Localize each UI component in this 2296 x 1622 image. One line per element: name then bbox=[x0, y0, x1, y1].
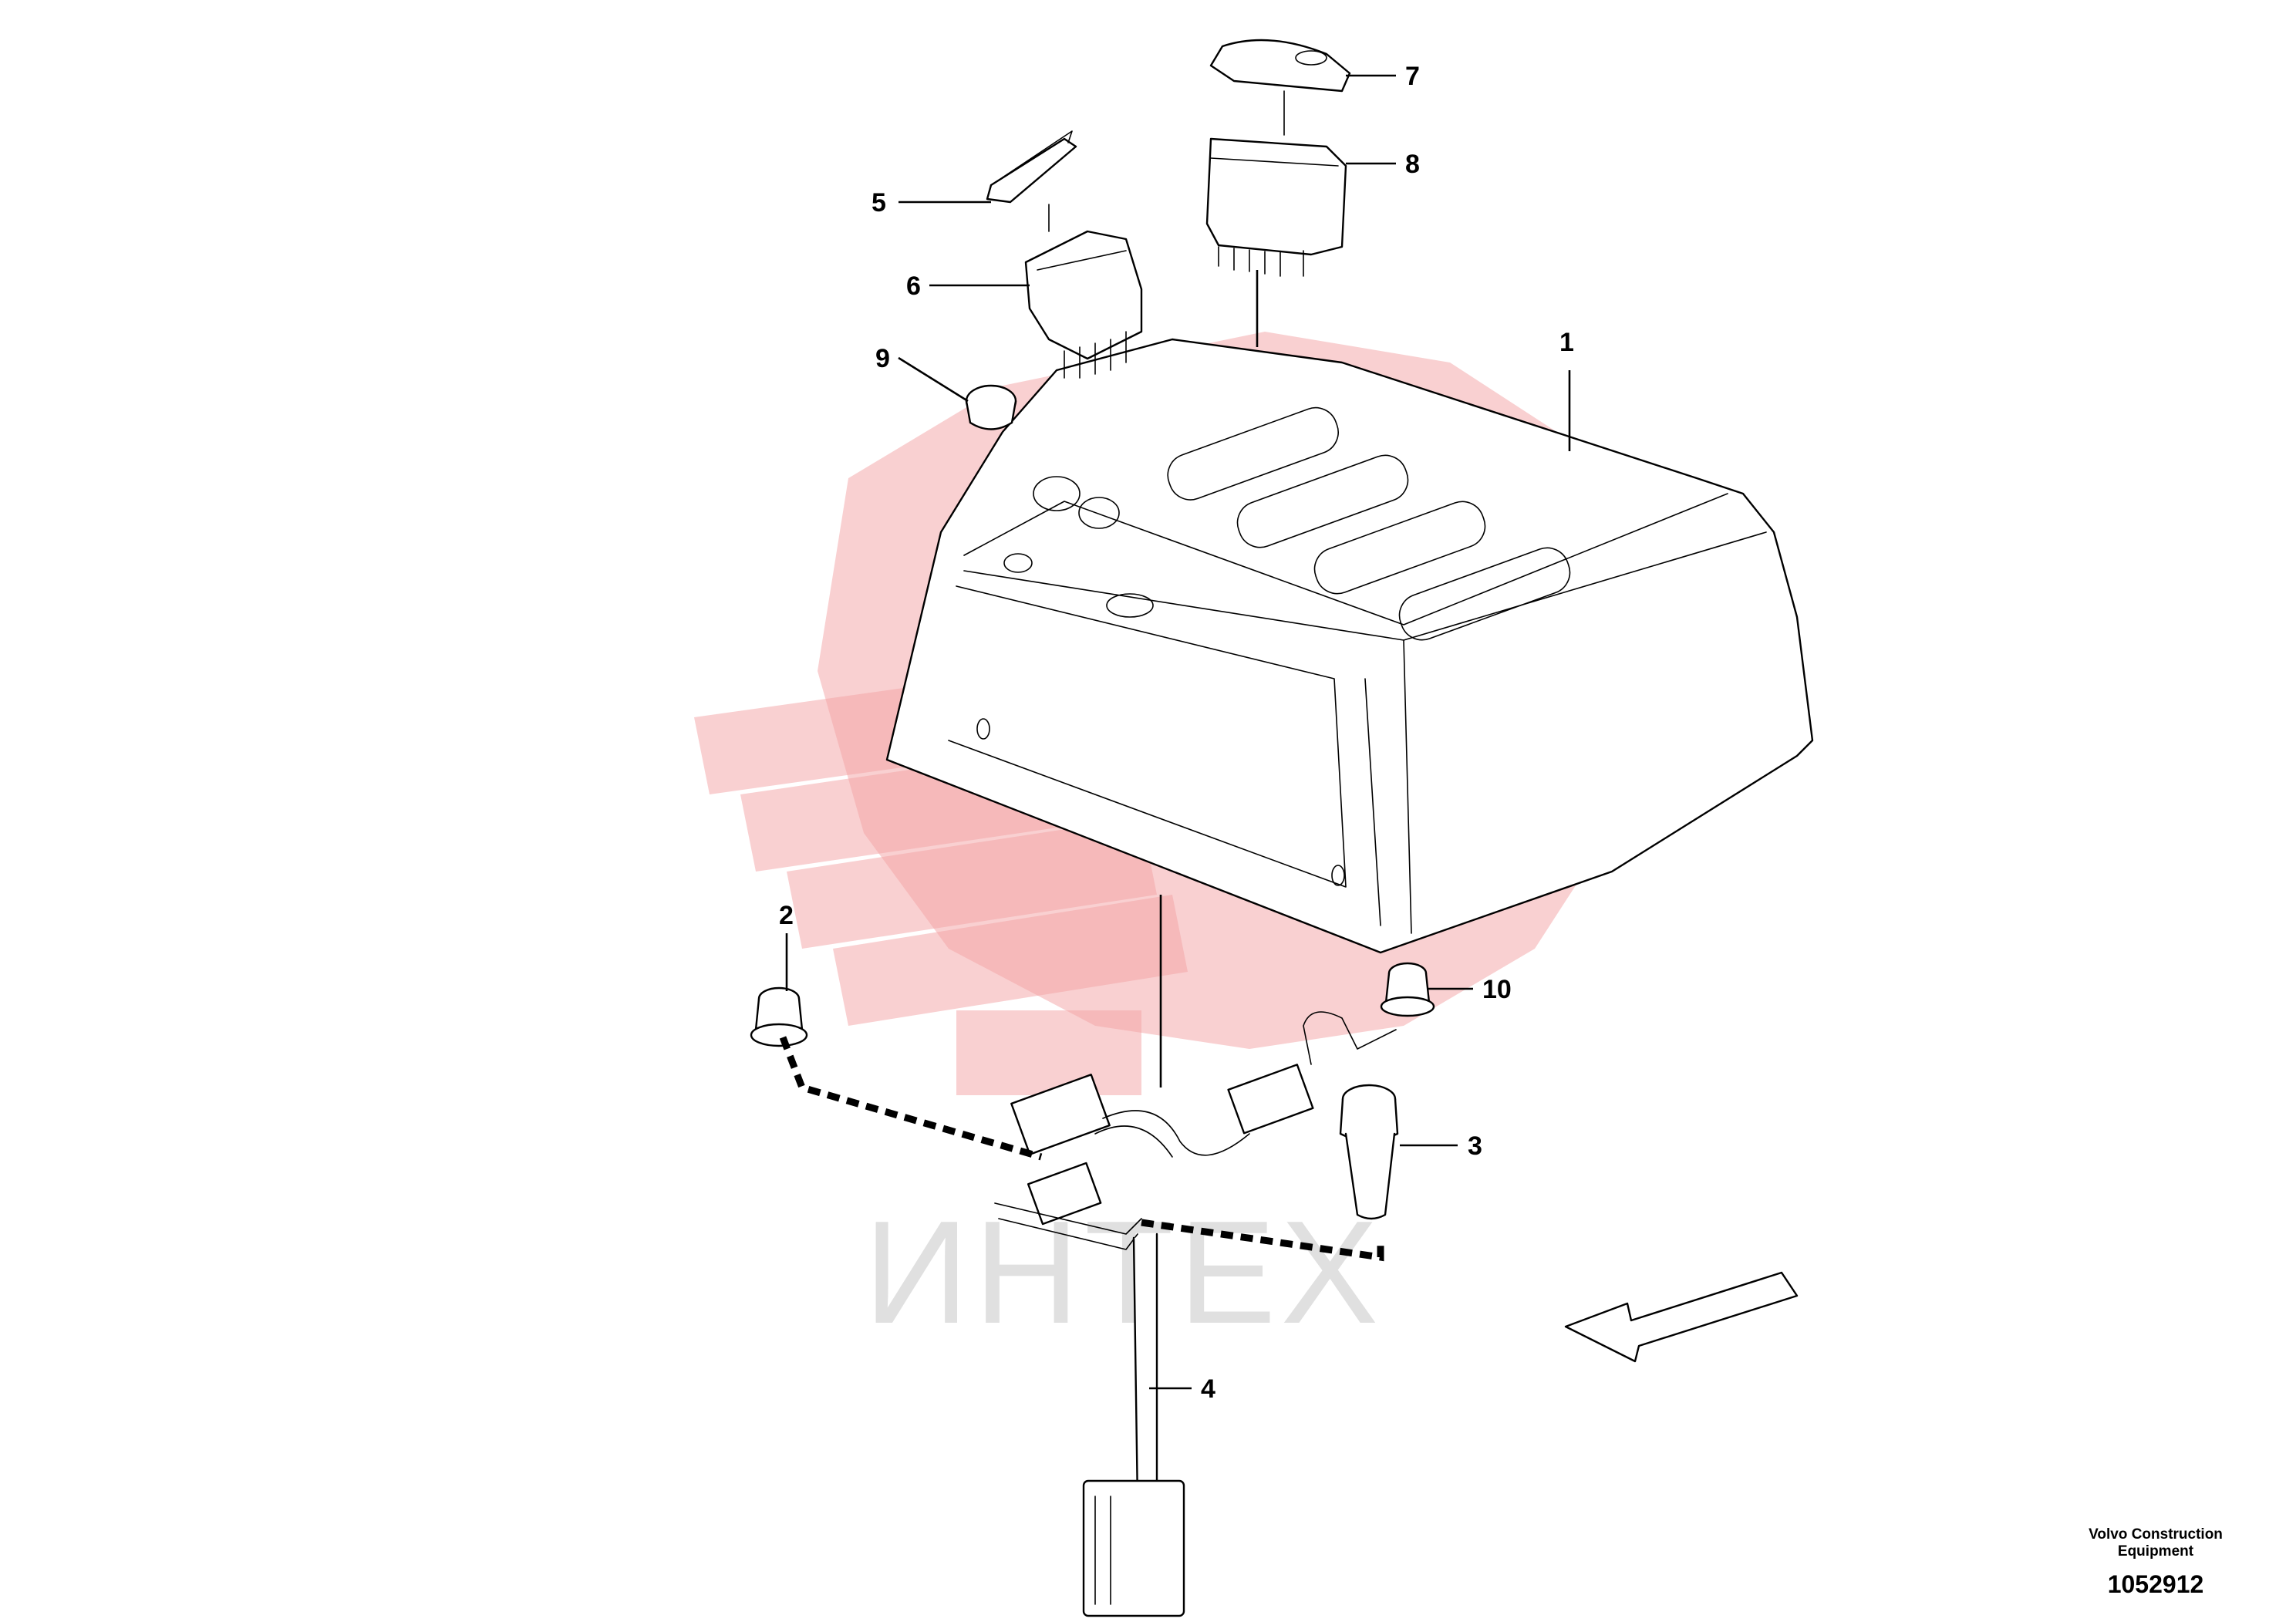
company-line-1: Volvo Construction bbox=[2089, 1526, 2223, 1543]
document-number: 1052912 bbox=[2107, 1570, 2204, 1598]
push-button-2 bbox=[750, 986, 808, 1047]
rocker-cap-5 bbox=[986, 130, 1077, 232]
callouts: 1 2 3 4 5 6 7 8 9 10 bbox=[779, 62, 1574, 1404]
callout-2: 2 bbox=[779, 901, 794, 930]
plug-3 bbox=[1339, 1084, 1399, 1220]
leader-lines bbox=[785, 74, 1571, 1390]
console-cover bbox=[885, 338, 1814, 954]
dashed-lines bbox=[779, 1036, 1384, 1262]
rocker-cap-7 bbox=[1209, 39, 1351, 136]
company-name: Volvo Construction Equipment bbox=[2063, 1526, 2248, 1560]
callout-4: 4 bbox=[1201, 1374, 1215, 1404]
callout-9: 9 bbox=[875, 344, 890, 373]
rocker-switch-8 bbox=[1205, 137, 1347, 277]
callout-10: 10 bbox=[1482, 975, 1512, 1004]
callout-3: 3 bbox=[1468, 1131, 1482, 1161]
callout-6: 6 bbox=[906, 271, 921, 301]
push-button-10 bbox=[1380, 962, 1435, 1017]
company-line-2: Equipment bbox=[2117, 1543, 2194, 1560]
plug-9 bbox=[965, 384, 1017, 430]
callout-8: 8 bbox=[1405, 150, 1420, 179]
cable-harness-4 bbox=[994, 1011, 1397, 1617]
rocker-switch-6 bbox=[1024, 230, 1143, 379]
watermark-text: ИНТЕХ bbox=[864, 1191, 1383, 1354]
callout-5: 5 bbox=[872, 188, 886, 218]
callout-7: 7 bbox=[1405, 62, 1420, 91]
callout-1: 1 bbox=[1559, 328, 1574, 357]
direction-arrow-icon bbox=[1564, 1271, 1799, 1363]
